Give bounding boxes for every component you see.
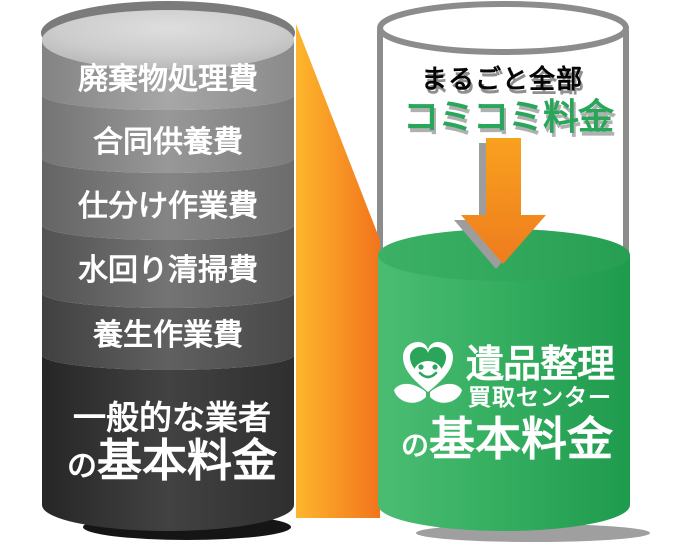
fee-band-1 <box>42 40 294 110</box>
down-arrow <box>461 138 546 264</box>
logo-face <box>414 361 442 383</box>
fee-band-3 <box>42 158 294 240</box>
left-cylinder-top <box>42 10 294 70</box>
right-base-price-label: の基本料金 <box>382 414 632 476</box>
logo-eye-right <box>432 364 438 370</box>
fee-label-sorting-work: 仕分け作業費 <box>78 190 258 223</box>
logo-leaf-right <box>430 383 462 403</box>
left-fees-cylinder <box>41 1 295 540</box>
base-price-band <box>42 355 294 531</box>
left-price-prefix: の <box>66 450 97 483</box>
price-reduction-wedge <box>296 24 380 518</box>
komikomi-price-caption: コミコミ料金 <box>402 96 614 137</box>
all-inclusive-caption: まるごと全部 <box>420 64 583 94</box>
heart-smile-leaves-icon <box>394 342 462 403</box>
fee-label-protection-work: 養生作業費 <box>93 319 243 352</box>
right-price-prefix: の <box>400 430 429 461</box>
down-arrow-icon <box>454 138 546 269</box>
brand-sub-label: 買取センター <box>468 384 612 410</box>
ghost-cylinder-top <box>377 1 629 55</box>
left-price-main: 基本料金 <box>96 435 277 486</box>
fee-band-4 <box>42 225 294 308</box>
logo-eye-left <box>418 364 424 370</box>
right-price-main: 基本料金 <box>429 413 613 465</box>
ghost-cylinder-outline <box>377 1 629 255</box>
fee-label-memorial-service: 合同供養費 <box>93 126 243 159</box>
fee-label-waste-disposal: 廃棄物処理費 <box>78 63 258 96</box>
green-cylinder-body <box>378 255 630 531</box>
brand-name-label: 遺品整理 <box>465 344 615 386</box>
logo-smile <box>418 371 438 379</box>
logo-leaf-left <box>394 383 426 403</box>
fee-band-5 <box>42 293 294 370</box>
left-owner-label: 一般的な業者 <box>73 399 271 436</box>
fee-band-2 <box>42 95 294 173</box>
left-base-price-label: の基本料金 <box>42 436 302 497</box>
fee-label-water-cleaning: 水回り清掃費 <box>78 254 258 287</box>
